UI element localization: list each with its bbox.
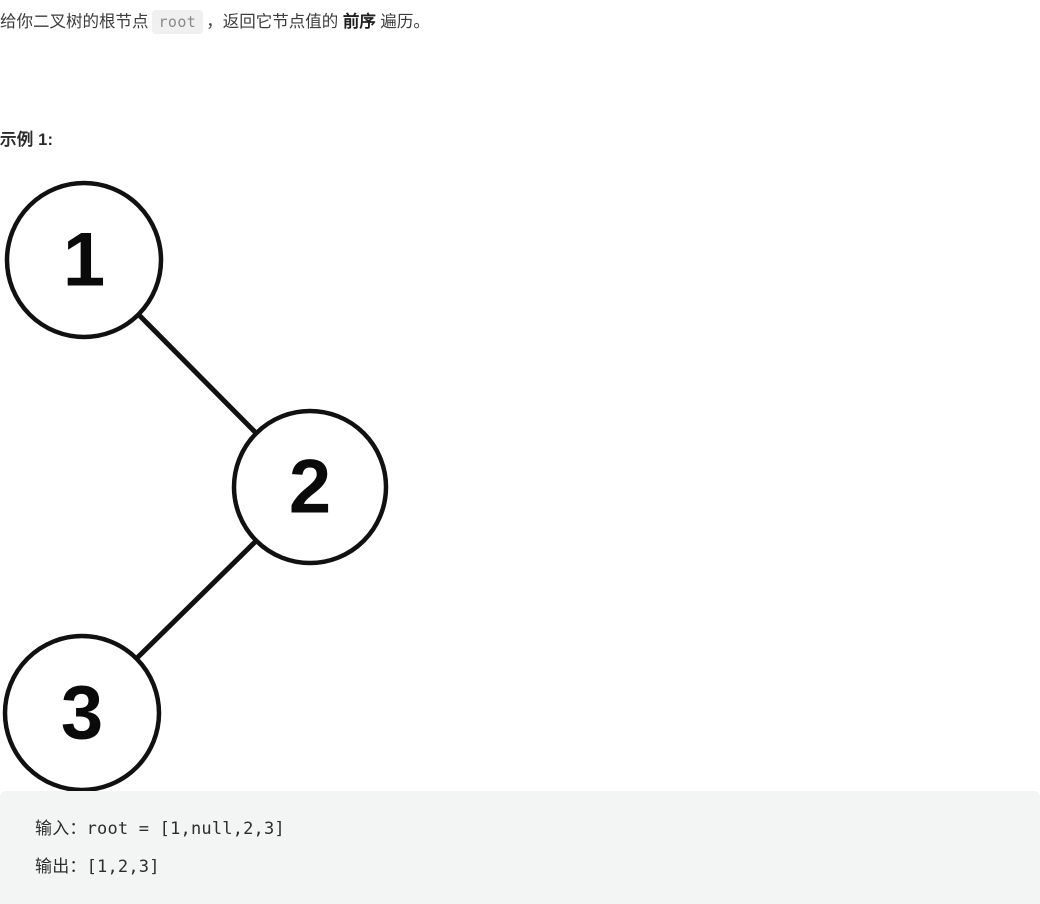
tree-edge-1-to-2 [135, 311, 259, 436]
code-line-output: 输出：[1,2,3] [35, 857, 160, 877]
code-line-input: 输入：root = [1,null,2,3] [35, 819, 285, 839]
tree-node-circle-1 [4, 180, 164, 340]
example-heading: 示例 1: [0, 131, 54, 149]
tree-node-label-3: 3 [61, 671, 103, 756]
statement-part-3: 遍历。 [380, 13, 430, 31]
tree-node-label-1: 1 [63, 218, 105, 303]
example-io-code-block: 输入：root = [1,null,2,3] 输出：[1,2,3] [0, 791, 1040, 904]
tree-node-label-2: 2 [289, 445, 331, 530]
tree-node-circle-3 [2, 633, 162, 793]
tree-edge-2-to-3 [133, 538, 259, 662]
inline-code-root: root [151, 10, 204, 34]
tree-node-circle-2 [231, 408, 389, 566]
binary-tree-svg: 1 2 3 [2, 180, 389, 793]
binary-tree-figure: 1 2 3 [0, 166, 620, 796]
statement-emphasis-preorder: 前序 [342, 13, 376, 31]
statement-part-1: 给你二叉树的根节点 [0, 13, 149, 31]
statement-part-2: ，返回它节点值的 [206, 13, 339, 31]
